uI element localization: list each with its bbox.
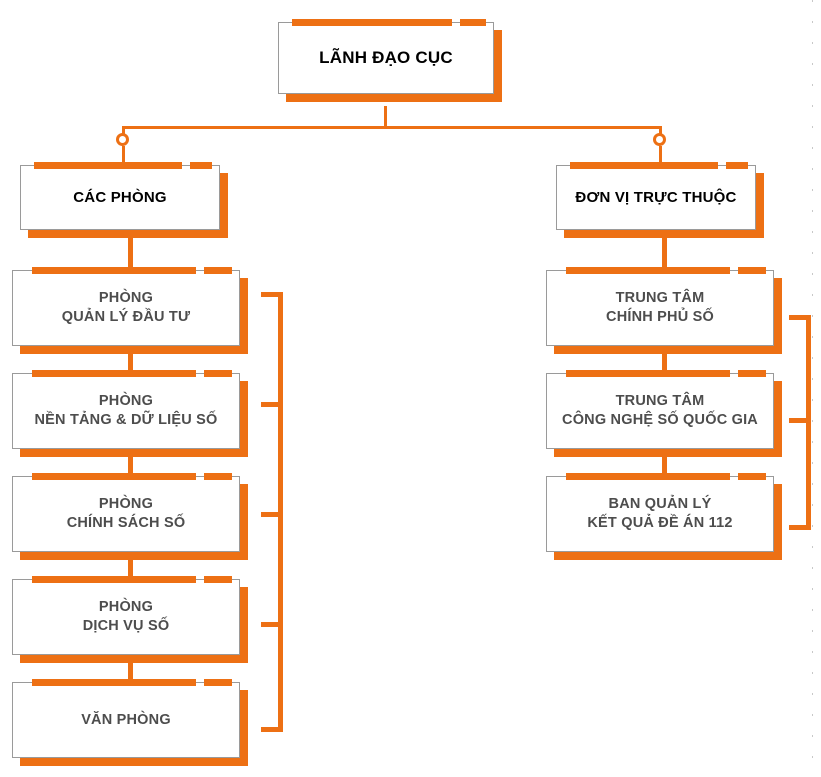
- node-label-line: BAN QUẢN LÝ: [608, 496, 712, 513]
- node-accent-bar-stub: [738, 267, 766, 274]
- node-label-line: PHÒNG: [98, 290, 154, 307]
- node-label-line: CÁC PHÒNG: [73, 188, 167, 206]
- node-trung-tam-cong-nghe-so-quoc-gia[interactable]: TRUNG TÂM CÔNG NGHỆ SỐ QUỐC GIA: [546, 370, 782, 457]
- node-card: [20, 165, 220, 230]
- node-label-line: KẾT QUẢ ĐỀ ÁN 112: [587, 515, 733, 531]
- node-accent-bar-stub: [726, 162, 748, 169]
- connector-right-drop-bottom: [659, 146, 662, 162]
- node-label: BAN QUẢN LÝ KẾT QUẢ ĐỀ ÁN 112: [546, 476, 774, 552]
- node-accent-bar: [32, 267, 196, 274]
- node-label: TRUNG TÂM CÔNG NGHỆ SỐ QUỐC GIA: [546, 373, 774, 449]
- bracket-arm: [261, 292, 283, 297]
- page-margin-guide: [812, 0, 813, 777]
- node-label-line: CHÍNH PHỦ SỐ: [606, 309, 714, 325]
- node-accent-bar: [34, 162, 182, 169]
- connector-right-2: [662, 354, 667, 373]
- connector-left-3: [128, 457, 133, 476]
- node-accent-bar: [32, 473, 196, 480]
- node-label: PHÒNG DỊCH VỤ SỐ: [12, 579, 240, 655]
- node-accent-bar: [292, 19, 452, 26]
- node-lanh-dao-cuc[interactable]: LÃNH ĐẠO CỤC: [278, 19, 502, 102]
- node-phong-dich-vu-so[interactable]: PHÒNG DỊCH VỤ SỐ: [12, 576, 248, 663]
- bracket-arm: [789, 418, 811, 423]
- connector-left-5: [128, 663, 133, 682]
- junction-ring-right: [653, 133, 666, 146]
- node-accent-bar: [32, 679, 196, 686]
- node-don-vi-truc-thuoc[interactable]: ĐƠN VỊ TRỰC THUỘC: [556, 162, 764, 238]
- node-label-line: VĂN PHÒNG: [81, 711, 171, 728]
- node-card: [12, 373, 240, 449]
- node-accent-bar-stub: [204, 576, 232, 583]
- node-label-line: CÔNG NGHỆ SỐ QUỐC GIA: [562, 412, 758, 428]
- bracket-arm: [261, 512, 283, 517]
- connector-split-bar: [122, 126, 662, 129]
- node-accent-bar-stub: [204, 370, 232, 377]
- connector-root-stem: [384, 106, 387, 126]
- connector-left-drop-bottom: [122, 146, 125, 162]
- node-label-line: TRUNG TÂM: [615, 290, 705, 307]
- node-label: TRUNG TÂM CHÍNH PHỦ SỐ: [546, 270, 774, 346]
- node-ban-quan-ly-ket-qua-de-an-112[interactable]: BAN QUẢN LÝ KẾT QUẢ ĐỀ ÁN 112: [546, 473, 782, 560]
- node-label: VĂN PHÒNG: [12, 682, 240, 758]
- node-accent-bar-stub: [204, 679, 232, 686]
- node-card: [546, 270, 774, 346]
- node-label-line: DỊCH VỤ SỐ: [82, 618, 170, 634]
- junction-ring-left: [116, 133, 129, 146]
- node-label-line: LÃNH ĐẠO CỤC: [319, 48, 453, 68]
- bracket-arm: [789, 525, 811, 530]
- node-trung-tam-chinh-phu-so[interactable]: TRUNG TÂM CHÍNH PHỦ SỐ: [546, 267, 782, 354]
- node-accent-bar: [566, 473, 730, 480]
- node-label: PHÒNG QUẢN LÝ ĐẦU TƯ: [12, 270, 240, 346]
- connector-right-1: [662, 238, 667, 270]
- node-accent-bar-stub: [460, 19, 486, 26]
- node-label-line: PHÒNG: [98, 393, 154, 410]
- node-accent-bar-stub: [204, 473, 232, 480]
- node-accent-bar: [566, 370, 730, 377]
- node-label: PHÒNG NỀN TẢNG & DỮ LIỆU SỐ: [12, 373, 240, 449]
- node-phong-quan-ly-dau-tu[interactable]: PHÒNG QUẢN LÝ ĐẦU TƯ: [12, 267, 248, 354]
- node-label: ĐƠN VỊ TRỰC THUỘC: [556, 165, 756, 230]
- node-accent-bar: [570, 162, 718, 169]
- node-label-line: QUẢN LÝ ĐẦU TƯ: [61, 309, 191, 325]
- node-accent-bar-stub: [738, 473, 766, 480]
- node-accent-bar-stub: [738, 370, 766, 377]
- connector-left-1: [128, 238, 133, 270]
- node-label-line: CHÍNH SÁCH SỐ: [66, 515, 186, 531]
- node-label: CÁC PHÒNG: [20, 165, 220, 230]
- connector-right-3: [662, 457, 667, 476]
- node-label-line: ĐƠN VỊ TRỰC THUỘC: [575, 188, 737, 206]
- node-label: LÃNH ĐẠO CỤC: [278, 22, 494, 94]
- node-label-line: PHÒNG: [98, 496, 154, 513]
- node-label-line: NỀN TẢNG & DỮ LIỆU SỐ: [34, 412, 218, 428]
- node-label-line: TRUNG TÂM: [615, 393, 705, 410]
- node-card: [546, 373, 774, 449]
- node-accent-bar-stub: [204, 267, 232, 274]
- bracket-arm: [261, 622, 283, 627]
- node-phong-chinh-sach-so[interactable]: PHÒNG CHÍNH SÁCH SỐ: [12, 473, 248, 560]
- node-van-phong[interactable]: VĂN PHÒNG: [12, 679, 248, 766]
- node-cac-phong[interactable]: CÁC PHÒNG: [20, 162, 228, 238]
- node-accent-bar: [566, 267, 730, 274]
- node-phong-nen-tang-du-lieu-so[interactable]: PHÒNG NỀN TẢNG & DỮ LIỆU SỐ: [12, 370, 248, 457]
- node-label: PHÒNG CHÍNH SÁCH SỐ: [12, 476, 240, 552]
- connector-left-2: [128, 354, 133, 373]
- bracket-arm: [789, 315, 811, 320]
- connector-left-4: [128, 560, 133, 579]
- node-accent-bar-stub: [190, 162, 212, 169]
- node-accent-bar: [32, 576, 196, 583]
- node-label-line: PHÒNG: [98, 599, 154, 616]
- bracket-arm: [261, 402, 283, 407]
- bracket-arm: [261, 727, 283, 732]
- node-accent-bar: [32, 370, 196, 377]
- node-card: [278, 22, 494, 94]
- node-card: [12, 682, 240, 758]
